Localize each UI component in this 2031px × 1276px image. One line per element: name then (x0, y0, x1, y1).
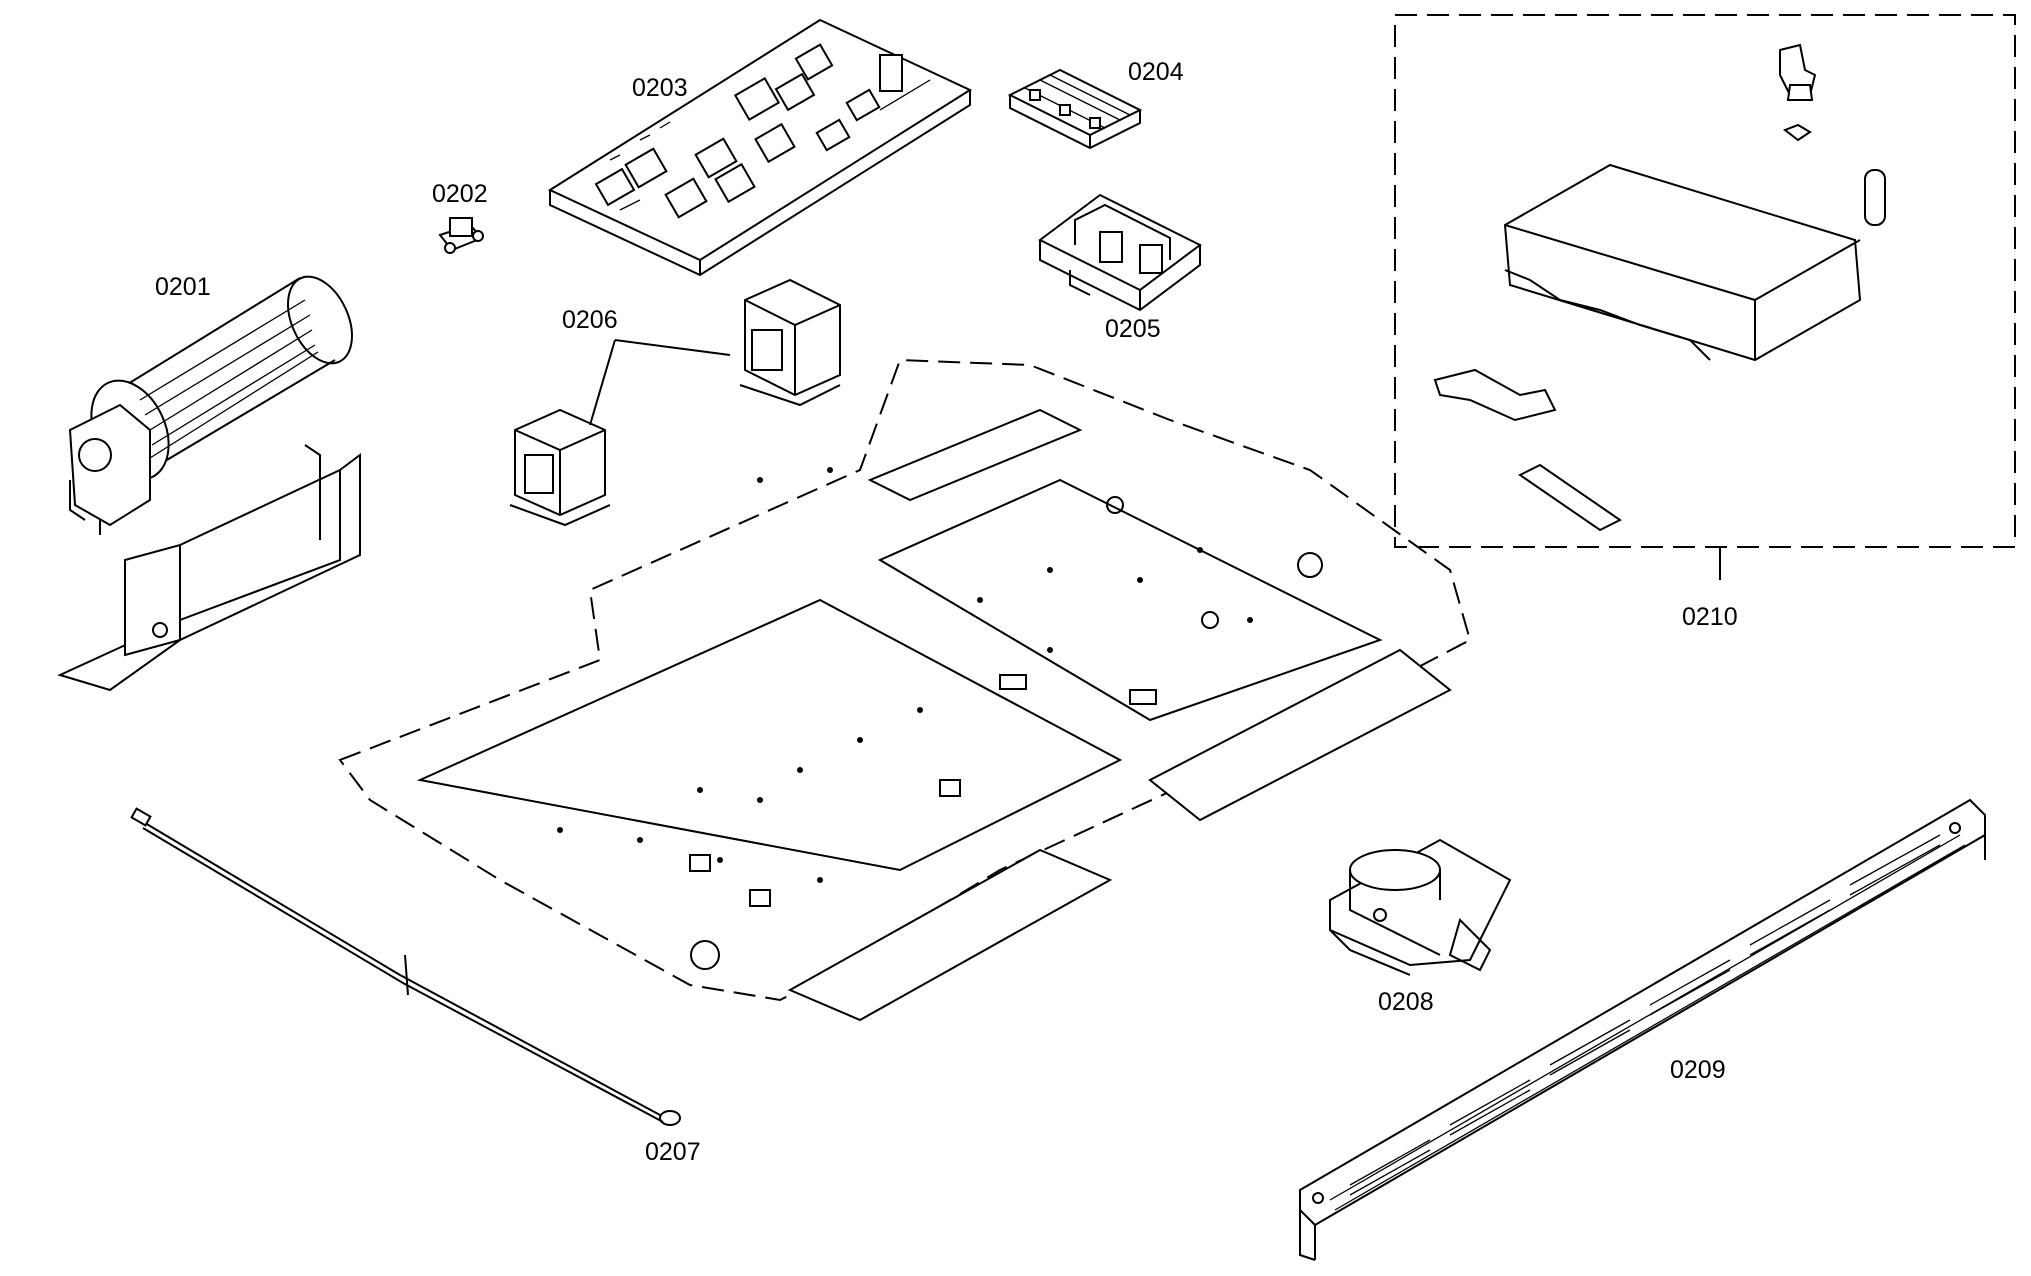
part-label-0207: 0207 (645, 1138, 701, 1166)
vent-trim-drawing (1299, 798, 1986, 1261)
relay-block-drawing (1038, 193, 1202, 312)
part-label-0209: 0209 (1670, 1056, 1726, 1084)
part-label-0204: 0204 (1128, 58, 1184, 86)
terminal-block-drawing (1007, 68, 1143, 150)
bracket-assembly-drawing (1394, 14, 2016, 580)
transformer-drawing (509, 278, 841, 527)
part-label-0205: 0205 (1105, 315, 1161, 343)
part-label-0203: 0203 (632, 74, 688, 102)
control-board-drawing (547, 18, 973, 277)
chassis-plate-drawing (338, 358, 1472, 1022)
thermostat-drawing (438, 217, 484, 254)
wire-harness-drawing (130, 807, 681, 1126)
part-label-0206: 0206 (562, 306, 618, 334)
part-label-0202: 0202 (432, 180, 488, 208)
part-label-0201: 0201 (155, 273, 211, 301)
blower-fan-drawing (57, 275, 361, 692)
door-lock-motor-drawing (1329, 838, 1512, 976)
part-label-0210: 0210 (1682, 603, 1738, 631)
part-label-0208: 0208 (1378, 988, 1434, 1016)
